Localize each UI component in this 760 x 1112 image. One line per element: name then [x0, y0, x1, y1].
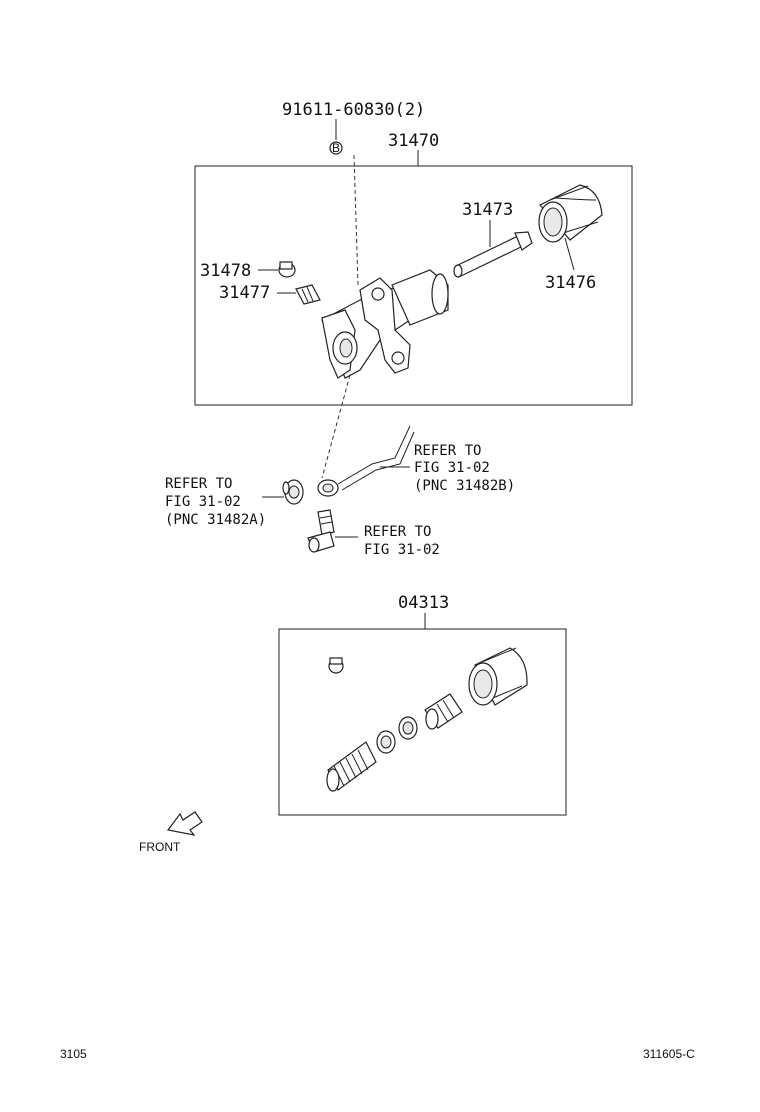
- pushrod-icon: [453, 231, 533, 278]
- cap-part-number: 31478: [200, 261, 251, 281]
- bolt-badge-icon: [329, 141, 343, 155]
- bolt-dashed-line: [353, 154, 359, 286]
- kit-seal-icon: [376, 716, 418, 754]
- gasket-icon: [282, 479, 304, 505]
- gasket-ref-line2: FIG 31-02: [165, 494, 241, 510]
- pushrod-part-number: 31473: [462, 200, 513, 220]
- pipe-icon: [317, 425, 415, 497]
- boot-icon: [538, 184, 603, 243]
- kit-cap-icon: [328, 657, 344, 674]
- union-bolt-ref-line2: FIG 31-02: [364, 542, 440, 558]
- kit-piston-icon: [424, 693, 463, 730]
- bolt-part-number: 91611-60830(2): [282, 100, 425, 120]
- front-label: FRONT: [139, 840, 181, 854]
- bleeder-part-number: 31477: [219, 283, 270, 303]
- cap-icon: [278, 261, 296, 278]
- pipe-dashed-line: [321, 374, 351, 479]
- kit-spring-icon: [326, 741, 377, 792]
- kit-boot-icon: [468, 647, 528, 706]
- bleeder-icon: [295, 284, 321, 305]
- union-bolt-ref-line1: REFER TO: [364, 524, 431, 540]
- footer-left-code: 3105: [60, 1047, 87, 1061]
- boot-leader-line: [564, 237, 575, 271]
- gasket-ref-line1: REFER TO: [165, 476, 232, 492]
- pipe-ref-line3: (PNC 31482B): [414, 478, 515, 494]
- assembly-part-number: 31470: [388, 131, 439, 151]
- gasket-ref-line3: (PNC 31482A): [165, 512, 266, 528]
- union-bolt-icon: [307, 509, 335, 553]
- assembly-box: [194, 165, 633, 406]
- pipe-ref-line2: FIG 31-02: [414, 460, 490, 476]
- kit-part-number: 04313: [398, 593, 449, 613]
- bolt-badge-letter: B: [332, 141, 340, 155]
- front-arrow-icon: [166, 811, 203, 836]
- footer-right-code: 311605-C: [643, 1047, 695, 1061]
- boot-part-number: 31476: [545, 273, 596, 293]
- pipe-ref-line1: REFER TO: [414, 443, 481, 459]
- slave-cylinder-icon: [321, 269, 449, 379]
- kit-box: [278, 628, 567, 816]
